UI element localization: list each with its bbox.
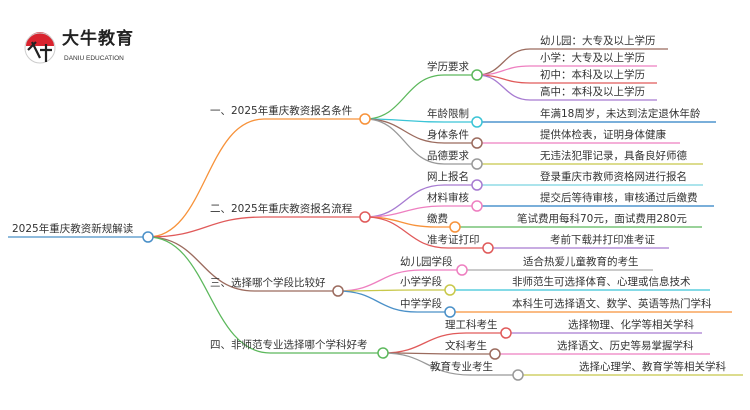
- leaf-node[interactable]: 本科生可选择语文、数学、英语等热门学科: [512, 298, 712, 310]
- branch-connector: [147, 236, 383, 354]
- topic-node[interactable]: 小学学段: [400, 276, 442, 288]
- topic-node[interactable]: 缴费: [427, 213, 448, 225]
- branch-connector: [147, 236, 338, 292]
- topic-node-handle[interactable]: [471, 179, 483, 191]
- leaf-node[interactable]: 笔试费用每科70元，面试费用280元: [517, 213, 687, 225]
- logo: 大牛教育 DANIU EDUCATION: [22, 28, 172, 70]
- branch-connector: [147, 118, 365, 238]
- branch-node-handle[interactable]: [359, 211, 371, 223]
- leaf-connector: [476, 74, 531, 101]
- topic-node[interactable]: 准考证打印: [427, 234, 480, 246]
- leaf-node[interactable]: 初中：本科及以上学历: [540, 69, 645, 81]
- leaf-node[interactable]: 小学：大专及以上学历: [540, 52, 645, 64]
- topic-node[interactable]: 教育专业考生: [430, 361, 493, 373]
- topic-connector: [364, 74, 477, 120]
- topic-node-handle[interactable]: [456, 264, 468, 276]
- topic-connector: [337, 289, 450, 292]
- topic-node-handle[interactable]: [444, 306, 456, 318]
- leaf-node[interactable]: 选择心理学、教育学等相关学科: [579, 361, 726, 373]
- topic-connector: [364, 205, 477, 218]
- topic-node-handle[interactable]: [512, 369, 524, 381]
- leaf-node[interactable]: 选择物理、化学等相关学科: [568, 319, 694, 331]
- topic-connector: [337, 269, 462, 292]
- topic-node-handle[interactable]: [500, 327, 512, 339]
- topic-node-handle[interactable]: [471, 137, 483, 149]
- leaf-node[interactable]: 幼儿园：大专及以上学历: [540, 35, 656, 47]
- leaf-node[interactable]: 选择语文、历史等易掌握学科: [557, 340, 694, 352]
- topic-node-handle[interactable]: [471, 200, 483, 212]
- branch-node-handle[interactable]: [332, 285, 344, 297]
- leaf-node[interactable]: 适合热爱儿童教育的考生: [523, 256, 639, 268]
- topic-connector: [382, 352, 518, 376]
- topic-connector: [364, 216, 488, 249]
- leaf-node[interactable]: 提供体检表，证明身体健康: [540, 129, 666, 141]
- topic-node-handle[interactable]: [471, 116, 483, 128]
- leaf-node[interactable]: 考前下载并打印准考证: [550, 234, 655, 246]
- leaf-node[interactable]: 年满18周岁，未达到法定退休年龄: [540, 108, 701, 120]
- topic-connector: [382, 332, 506, 354]
- branch-node[interactable]: 三、选择哪个学段比较好: [210, 277, 326, 289]
- branch-node[interactable]: 四、非师范专业选择哪个学科好考: [210, 339, 368, 351]
- topic-node-handle[interactable]: [471, 69, 483, 81]
- topic-node[interactable]: 品德要求: [427, 150, 469, 162]
- topic-connector: [337, 290, 450, 313]
- topic-node-handle[interactable]: [444, 284, 456, 296]
- leaf-node[interactable]: 非师范生可选择体育、心理或信息技术: [512, 276, 691, 288]
- topic-node[interactable]: 年龄限制: [427, 108, 469, 120]
- topic-node[interactable]: 理工科考生: [445, 319, 498, 331]
- topic-node[interactable]: 幼儿园学段: [400, 256, 453, 268]
- leaf-node[interactable]: 无违法犯罪记录，具备良好师德: [540, 150, 687, 162]
- topic-node[interactable]: 身体条件: [427, 129, 469, 141]
- topic-connector: [364, 118, 477, 165]
- topic-node-handle[interactable]: [449, 221, 461, 233]
- branch-node[interactable]: 一、2025年重庆教资报名条件: [210, 105, 353, 117]
- root-node-handle[interactable]: [142, 231, 154, 243]
- topic-node[interactable]: 材料审核: [427, 192, 469, 204]
- topic-node[interactable]: 中学学段: [400, 298, 442, 310]
- branch-node[interactable]: 二、2025年重庆教资报名流程: [210, 203, 353, 215]
- branch-connector: [147, 216, 365, 238]
- topic-connector: [364, 118, 477, 123]
- branch-node-handle[interactable]: [377, 347, 389, 359]
- topic-node-handle[interactable]: [471, 158, 483, 170]
- root-node[interactable]: 2025年重庆教资新规解读: [12, 223, 134, 235]
- logo-mark-icon: [24, 32, 56, 64]
- topic-connector: [364, 184, 477, 218]
- leaf-node[interactable]: 提交后等待审核，审核通过后缴费: [540, 192, 698, 204]
- topic-node-handle[interactable]: [489, 348, 501, 360]
- topic-node-handle[interactable]: [482, 242, 494, 254]
- branch-node-handle[interactable]: [359, 113, 371, 125]
- topic-node[interactable]: 文科考生: [445, 340, 487, 352]
- logo-name-en: DANIU EDUCATION: [64, 55, 124, 62]
- logo-name-cn: 大牛教育: [62, 29, 134, 49]
- topic-connector: [364, 118, 477, 144]
- topic-node[interactable]: 网上报名: [427, 171, 469, 183]
- leaf-node[interactable]: 高中：本科及以上学历: [540, 86, 645, 98]
- leaf-node[interactable]: 登录重庆市教师资格网进行报名: [540, 171, 687, 183]
- topic-node[interactable]: 学历要求: [427, 61, 469, 73]
